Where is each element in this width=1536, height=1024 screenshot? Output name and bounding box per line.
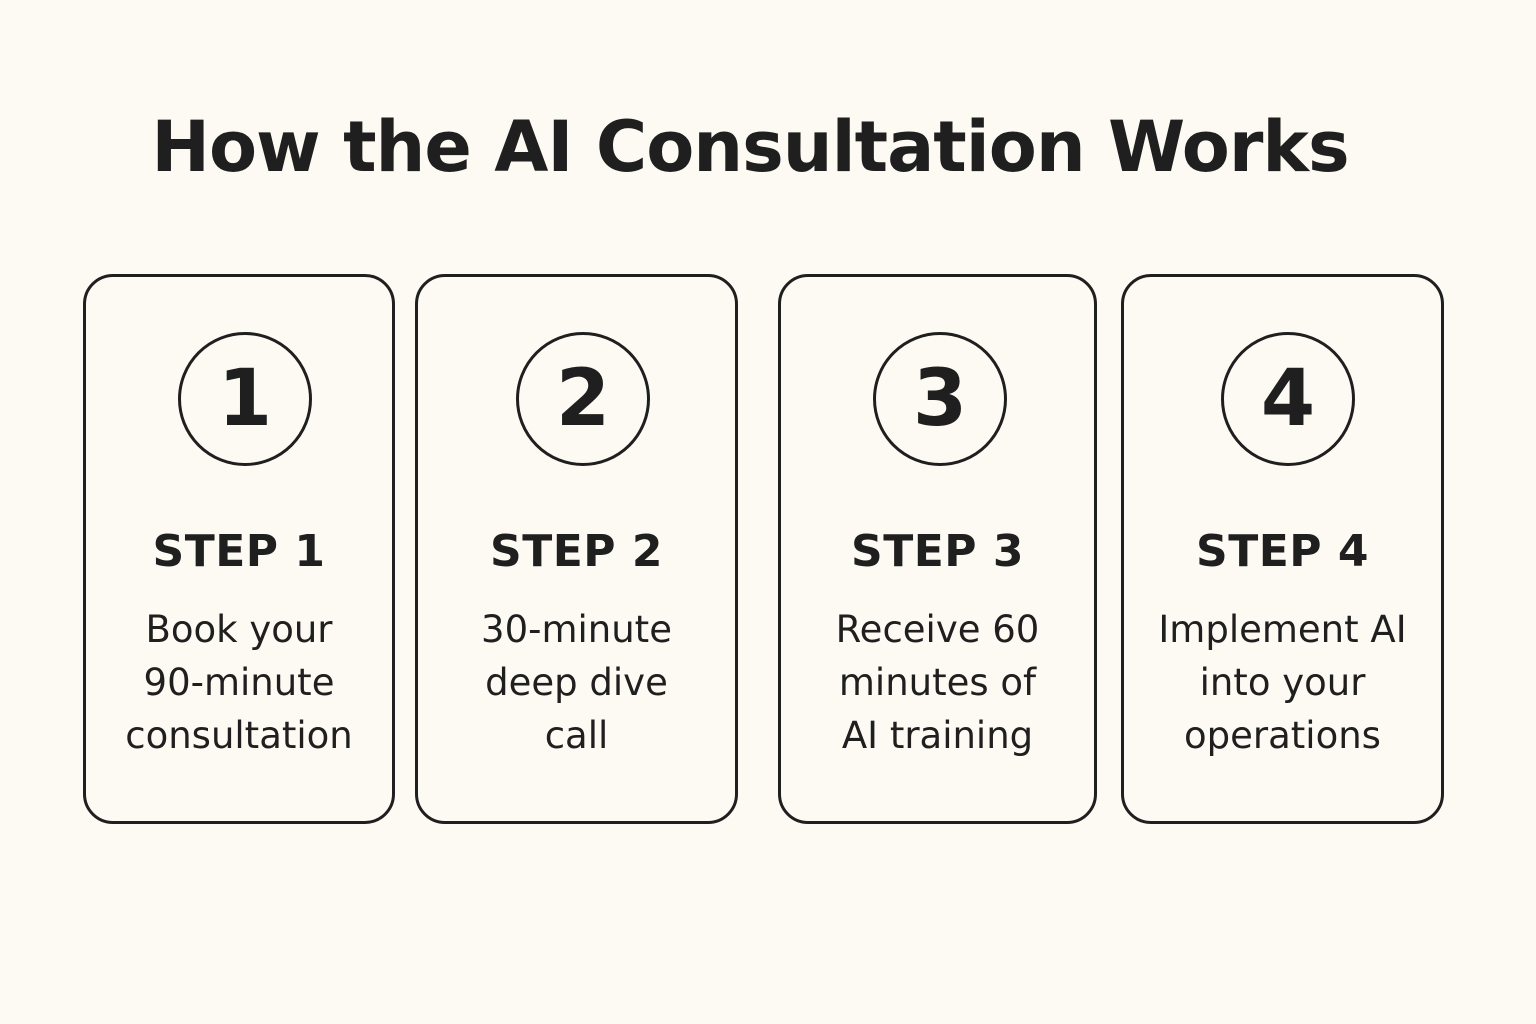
step-description-line: consultation [125,714,353,757]
step-number-circle: 3 [873,332,1007,466]
step-description-line: operations [1184,714,1381,757]
page-title: How the AI Consultation Works [151,106,1349,188]
step-description-line: AI training [841,714,1034,757]
step-number-circle: 1 [178,332,312,466]
step-description-line: minutes of [838,661,1037,704]
step-description-line: Receive 60 [835,608,1040,651]
step-label: STEP 3 [851,526,1024,577]
step-description-line: 90-minute [143,661,335,704]
step-description-line: Implement AI [1158,608,1407,651]
step-label: STEP 4 [1196,526,1369,577]
step-description-line: Book your [145,608,333,651]
step-description-line: deep dive [485,661,668,704]
step-card-1: 1 STEP 1 Book your 90-minute consultatio… [83,274,395,824]
step-number-circle: 2 [516,332,650,466]
step-description: Book your 90-minute consultation [86,603,392,762]
step-label: STEP 2 [490,526,663,577]
step-description-line: 30-minute [481,608,672,651]
step-description: Receive 60 minutes of AI training [781,603,1094,762]
step-number-circle: 4 [1221,332,1355,466]
step-description-line: into your [1199,661,1366,704]
step-card-2: 2 STEP 2 30-minute deep dive call [415,274,738,824]
step-card-4: 4 STEP 4 Implement AI into your operatio… [1121,274,1444,824]
step-description: Implement AI into your operations [1124,603,1441,762]
step-description-line: call [544,714,609,757]
step-card-3: 3 STEP 3 Receive 60 minutes of AI traini… [778,274,1097,824]
step-description: 30-minute deep dive call [418,603,735,762]
step-label: STEP 1 [152,526,326,577]
